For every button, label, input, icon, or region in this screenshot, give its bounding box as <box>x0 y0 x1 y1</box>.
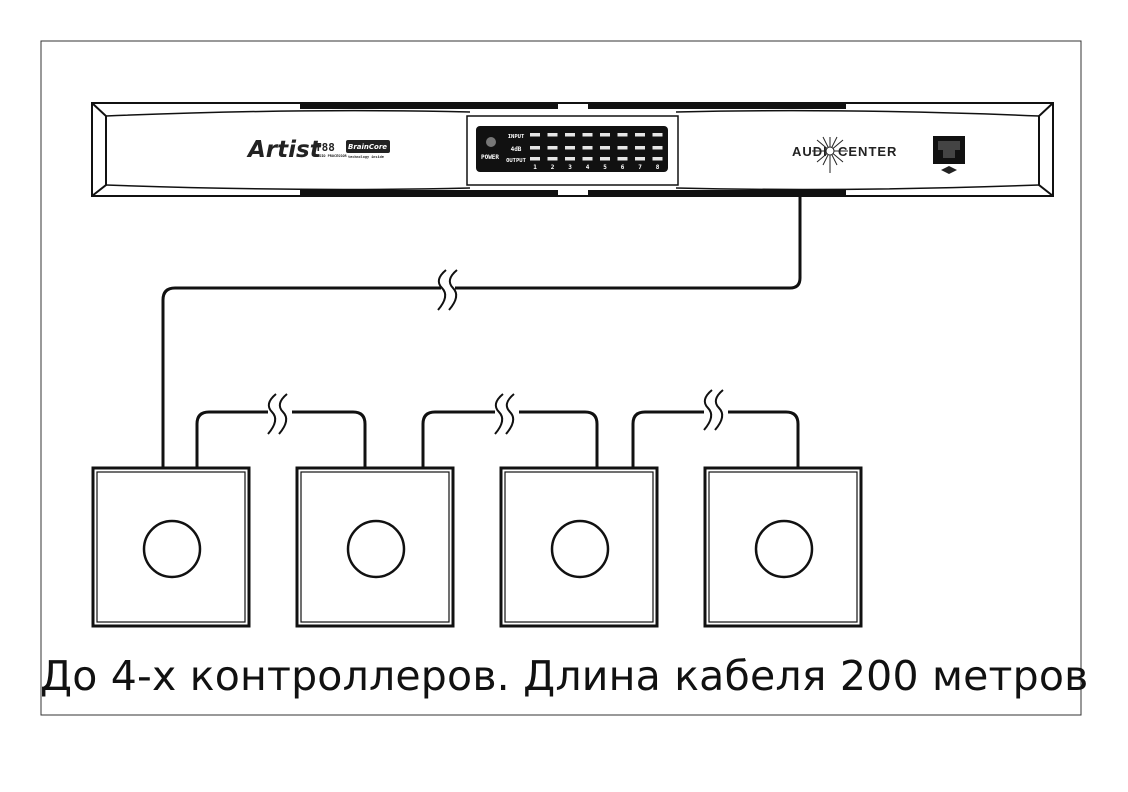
control-knob-icon <box>142 519 202 579</box>
channel-number: 5 <box>603 164 607 171</box>
channel-led <box>617 146 628 150</box>
db-label: 4dB <box>511 146 522 153</box>
controller-3 <box>499 466 659 628</box>
channel-led <box>652 146 663 150</box>
cable-break-icon <box>703 389 724 431</box>
control-knob-icon <box>754 519 814 579</box>
channel-number: 1 <box>533 164 537 171</box>
power-label: POWER <box>481 154 499 161</box>
channel-led <box>582 146 593 150</box>
channel-led <box>635 146 645 150</box>
channel-led <box>617 133 628 137</box>
channel-led <box>565 146 575 150</box>
channel-led <box>652 133 663 137</box>
starburst-icon <box>812 136 848 173</box>
channel-led <box>565 133 575 137</box>
cable-break-icon <box>267 393 288 435</box>
badge-sublabel: technology inside <box>348 155 384 159</box>
control-knob-icon <box>346 519 406 579</box>
controller-2 <box>295 466 455 628</box>
model-subtitle: AUDIO PROCESSOR <box>315 154 348 158</box>
led-meter-grid <box>530 133 663 161</box>
channel-led <box>635 133 645 137</box>
channel-led <box>547 157 558 161</box>
channel-led <box>547 146 558 150</box>
model-name: T88 <box>315 141 335 154</box>
channel-led <box>600 157 610 161</box>
channel-led <box>652 157 663 161</box>
channel-led <box>582 157 593 161</box>
controller-1 <box>91 466 251 628</box>
badge-label: BrainCore <box>348 143 387 151</box>
channel-led <box>617 157 628 161</box>
channel-led <box>600 146 610 150</box>
manufacturer-prefix: AUDI <box>792 144 828 159</box>
channel-led <box>547 133 558 137</box>
processor-unit: POWER INPUT 4dB OUTPUT 1 2 3 4 5 6 7 8 Artist T… <box>91 102 1054 197</box>
channel-number: 2 <box>551 164 555 171</box>
channel-led <box>530 157 540 161</box>
channel-number: 6 <box>621 164 625 171</box>
channel-numbers: 1 2 3 4 5 6 7 8 <box>533 164 660 171</box>
cable-break-icon <box>437 269 458 311</box>
channel-led <box>530 146 540 150</box>
channel-led <box>582 133 593 137</box>
brand-name: Artist <box>246 137 322 163</box>
controllers-row <box>91 466 863 628</box>
channel-number: 8 <box>656 164 660 171</box>
channel-led <box>600 133 610 137</box>
controller-4 <box>703 466 863 628</box>
input-label: INPUT <box>508 134 525 140</box>
control-knob-icon <box>550 519 610 579</box>
manufacturer-suffix: CENTER <box>838 144 897 159</box>
output-label: OUTPUT <box>506 158 527 164</box>
power-led-icon <box>486 137 496 147</box>
cable-break-icon <box>494 393 515 435</box>
channel-led <box>530 133 540 137</box>
cabling <box>161 196 802 470</box>
diagram-caption: До 4-х контроллеров. Длина кабеля 200 ме… <box>40 652 1089 700</box>
channel-number: 7 <box>638 164 642 171</box>
channel-led <box>635 157 645 161</box>
channel-number: 4 <box>586 164 590 171</box>
channel-led <box>565 157 575 161</box>
channel-number: 3 <box>568 164 572 171</box>
network-port-icon <box>933 136 965 174</box>
